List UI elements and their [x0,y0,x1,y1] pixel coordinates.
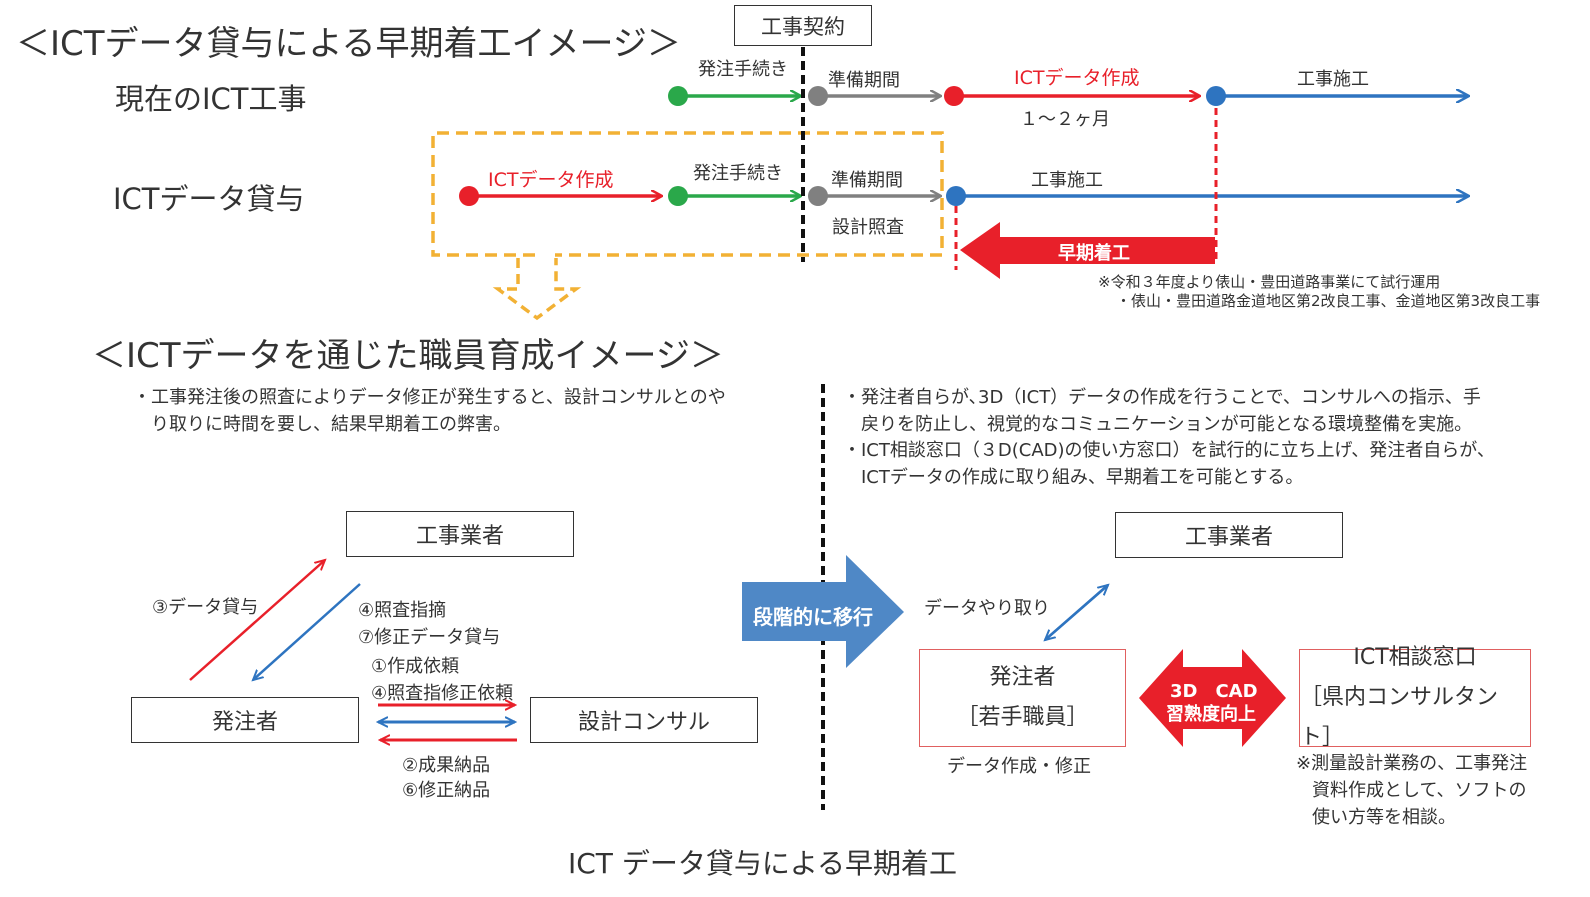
figure-caption: ICT データ貸与による早期着工 [568,847,957,880]
right-note-line4: ICTデータの作成に取り組み、早期着工を可能とする。 [843,467,1304,488]
ict-desk-title: ICT相談窓口 [1353,645,1477,670]
cad-double-arrow [1139,649,1286,747]
row2-prep-label: 準備期間 [831,170,903,191]
desk-note-line2: 資料作成として、ソフトの [1312,780,1527,801]
row2-data-label: ICTデータ作成 [488,169,614,191]
row1-duration-label: １～２ヶ月 [1020,109,1110,130]
label-fix-data-lend: ⑦修正データ貸与 [358,627,501,648]
row1-label: 現在のICT工事 [115,82,307,116]
label-data-create-fix: データ作成・修正 [947,756,1091,777]
right-contractor-box: 工事業者 [1115,512,1343,558]
right-note-line1: ・発注者自らが､3D（ICT）データの作成を行うことで、コンサルへの指示、手 [843,387,1481,408]
early-start-label: 早期着工 [1058,243,1130,264]
bottom-title: ＜ICTデータを通じた職員育成イメージ＞ [92,336,724,376]
row1-prep-label: 準備期間 [828,70,900,91]
row2-construction-label: 工事施工 [1031,170,1103,191]
cad-label-line2: 習熟度向上 [1166,704,1256,725]
label-data-exchange: データやり取り [924,598,1050,619]
left-note-line2: り取りに時間を要し、結果早期着工の弊害。 [133,414,511,435]
right-note-line3: ・ICT相談窓口（３D(CAD)の使い方窓口）を試行的に立ち上げ、発注者自らが、 [843,440,1495,461]
left-contractor-box: 工事業者 [346,511,574,557]
lending-frame [431,131,944,321]
row1-construction-label: 工事施工 [1297,69,1369,90]
footnote-2: ・俵山・豊田道路金道地区第2改良工事、金道地区第3改良工事 [1116,292,1541,310]
label-check-point: ④照査指摘 [358,600,447,621]
desk-note-line3: 使い方等を相談。 [1312,807,1456,828]
label-create-request: ①作成依頼 [371,656,460,677]
row1-procedure-label: 発注手続き [698,59,788,80]
left-consultant-box: 設計コンサル [530,697,758,743]
left-flow-arrows [189,560,517,740]
top-title: ＜ICTデータ貸与による早期着工イメージ＞ [16,24,681,64]
label-fix-deliver: ⑥修正納品 [402,780,491,801]
contract-box: 工事契約 [734,5,872,46]
cad-label-line1: 3D CAD [1170,681,1258,702]
row1-data-label: ICTデータ作成 [1014,67,1140,89]
right-client-title: 発注者 [989,665,1056,690]
right-client-subtitle: ［若手職員］ [956,705,1089,730]
left-note-line1: ・工事発注後の照査によりデータ修正が発生すると、設計コンサルとのや [133,387,726,408]
left-client-box: 発注者 [131,697,359,743]
ict-desk-subtitle: ［県内コンサルタント］ [1300,685,1499,750]
right-client-box: 発注者 ［若手職員］ [919,649,1126,747]
label-fix-request: ④照査指修正依頼 [371,683,514,704]
desk-note-line1: ※測量設計業務の、工事発注 [1296,753,1528,774]
row2-design-check-label: 設計照査 [832,217,904,238]
row2-label: ICTデータ貸与 [113,182,305,216]
row1-timeline [668,86,1468,106]
right-note-line2: 戻りを防止し、視覚的なコミュニケーションが可能となる環境整備を実施。 [843,414,1473,435]
label-deliver: ②成果納品 [402,755,491,776]
footnote-1: ※令和３年度より俵山・豊田道路事業にて試行運用 [1098,273,1441,291]
early-start-arrow [960,222,1215,279]
ict-desk-box: ICT相談窓口 ［県内コンサルタント］ [1299,645,1531,750]
row2-timeline [459,186,1468,206]
row2-procedure-label: 発注手続き [693,163,783,184]
transition-label: 段階的に移行 [753,605,873,629]
transition-arrow [742,555,904,668]
exchange-arrow [1045,585,1108,640]
label-data-lend: ③データ貸与 [152,597,259,618]
